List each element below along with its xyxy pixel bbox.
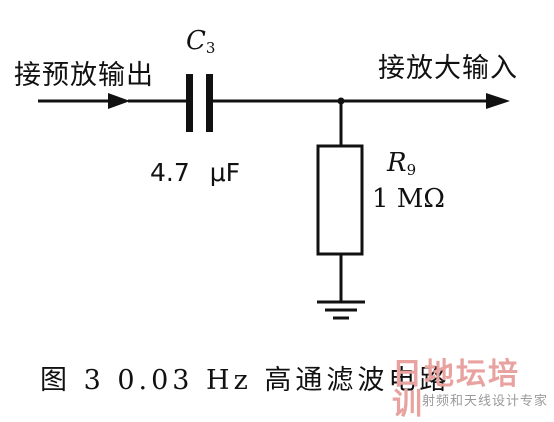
resistor-value: 1 MΩ (372, 184, 445, 214)
resistor-letter: R (387, 148, 407, 178)
circuit-figure: 接预放输出 接放大输入 C3 4.7 μF R9 1 MΩ 图 3 0.03 H… (14, 28, 554, 420)
output-arrow-icon (486, 93, 510, 109)
capacitor-value: 4.7 μF (150, 158, 240, 187)
watermark: 日地坛培训 射频和天线设计专家 (392, 360, 554, 420)
resistor-subscript: 9 (406, 161, 417, 179)
resistor-body (316, 144, 364, 256)
input-label: 接预放输出 (14, 60, 154, 91)
watermark-main-text: 日地坛培训 (392, 357, 520, 422)
capacitor-plate-left (186, 74, 193, 132)
capacitor-letter: C (186, 26, 206, 56)
capacitor-subscript: 3 (205, 39, 216, 57)
ground-icon (317, 300, 365, 320)
resistor-name: R9 (387, 150, 416, 178)
capacitor-plate-right (206, 74, 213, 132)
output-label: 接放大输入 (378, 53, 518, 84)
watermark-sub-text: 射频和天线设计专家 (421, 394, 548, 409)
input-arrow-icon (108, 93, 130, 109)
high-pass-filter-schematic (38, 74, 510, 320)
figure-caption: 图 3 0.03 Hz 高通滤波电路 (40, 365, 451, 396)
capacitor-name: C3 (186, 28, 215, 56)
